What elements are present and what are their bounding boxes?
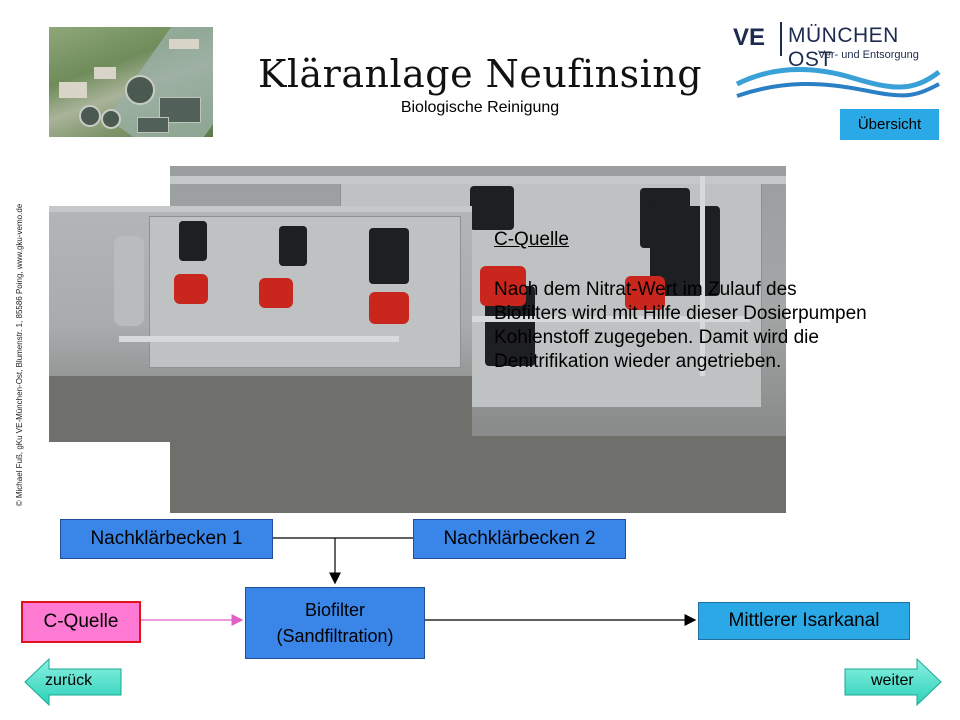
arrow-right-icon (844, 657, 942, 707)
aerial-photo (49, 27, 213, 137)
caption-heading: C-Quelle (494, 229, 569, 250)
logo-divider (780, 22, 782, 56)
page-title: Kläranlage Neufinsing (257, 52, 703, 96)
biofilter-label-line1: Biofilter (304, 600, 366, 620)
logo-name-text: MÜNCHEN OST (788, 24, 899, 71)
page-subtitle: Biologische Reinigung (400, 99, 560, 116)
biofilter-button[interactable]: Biofilter (Sandfiltration) (245, 587, 425, 659)
c-quelle-button[interactable]: C-Quelle (21, 601, 141, 643)
ve-muenchen-ost-logo: VE MÜNCHEN OST Ver- und Entsorgung (733, 18, 943, 108)
nachklaerbecken-2-button[interactable]: Nachklärbecken 2 (413, 519, 626, 559)
overview-button[interactable]: Übersicht (840, 109, 939, 140)
nachklaerbecken-1-button[interactable]: Nachklärbecken 1 (60, 519, 273, 559)
logo-ve-text: VE (733, 24, 766, 51)
mittlerer-isarkanal-button[interactable]: Mittlerer Isarkanal (698, 602, 910, 640)
caption: C-Quelle Nach dem Nitrat-Wert im Zulauf … (494, 228, 874, 374)
back-button[interactable]: zurück (23, 657, 123, 707)
biofilter-label-line2: (Sandfiltration) (276, 626, 394, 646)
back-label: zurück (45, 672, 93, 689)
dosing-pumps-photo-front (49, 206, 472, 442)
next-label: weiter (871, 672, 914, 689)
logo-waves-icon (735, 67, 941, 98)
caption-text: Nach dem Nitrat-Wert im Zulauf des Biofi… (494, 279, 867, 372)
arrow-left-icon (24, 657, 122, 707)
logo-tagline: Ver- und Entsorgung (818, 49, 919, 61)
next-button[interactable]: weiter (843, 657, 943, 707)
